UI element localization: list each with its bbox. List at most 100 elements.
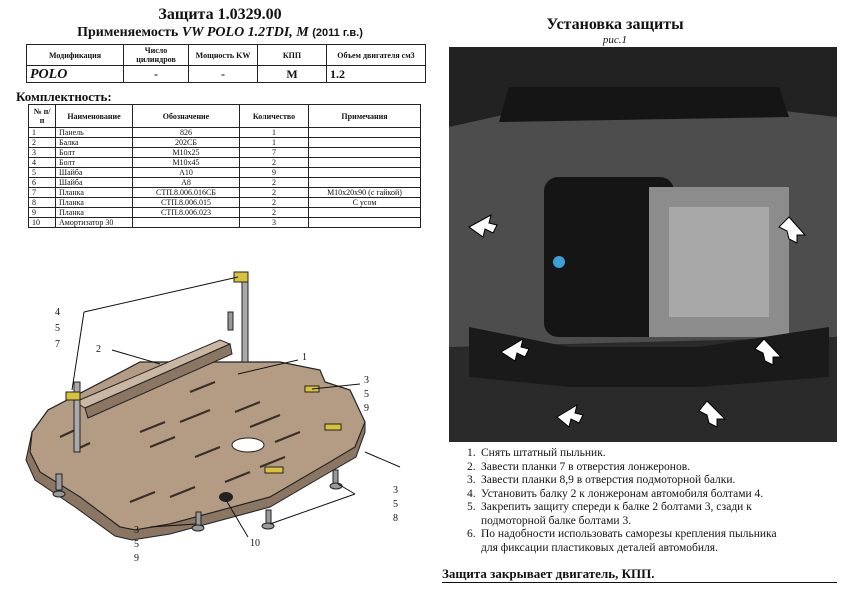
support-beam [73, 339, 233, 419]
instruction-line: подмоторной балке болтами 3. [467, 515, 842, 529]
parts-cell: СТП.8.006.015 [132, 197, 240, 208]
parts-cell: 2 [239, 187, 309, 198]
instruction-line: 2.Завести планки 7 в отверстия лонжероно… [467, 461, 842, 475]
instruction-number: 1. [467, 447, 476, 459]
instruction-line: 3.Завести планки 8,9 в отверстия подмото… [467, 474, 842, 488]
parts-cell [308, 207, 421, 218]
parts-cell: 1 [239, 127, 309, 138]
callout-label: 3 [364, 375, 369, 386]
parts-cell: Шайба [55, 177, 133, 188]
instruction-number: 5. [467, 501, 476, 513]
parts-cell [308, 167, 421, 178]
parts-cell: 6 [28, 177, 56, 188]
applicability-line: Применяемость VW POLO 1.2TDI, M (2011 г.… [40, 25, 400, 41]
document-title: Защита 1.0329.00 [158, 6, 282, 23]
figure-label: рис.1 [602, 34, 628, 46]
spec-cell: М [257, 65, 327, 83]
instruction-text: Завести планки 8,9 в отверстия подмоторн… [481, 474, 736, 486]
callout-label: 9 [364, 403, 369, 414]
parts-cell: 9 [28, 207, 56, 218]
instruction-line: 1.Снять штатный пыльник. [467, 447, 842, 461]
parts-cell [308, 147, 421, 158]
callout-label: 9 [134, 553, 139, 564]
install-title: Установка защиты [546, 16, 684, 33]
spec-header: Мощность KW [188, 44, 258, 66]
damper-10 [219, 492, 233, 502]
parts-cell: 2 [239, 207, 309, 218]
parts-cell: 2 [239, 157, 309, 168]
parts-cell: 826 [132, 127, 240, 138]
parts-cell: Амортизатор 30 [55, 217, 133, 228]
parts-cell: Болт [55, 157, 133, 168]
parts-cell: М10х45 [132, 157, 240, 168]
bracket-plank-7 [65, 271, 249, 453]
parts-header: № п/п [28, 104, 56, 128]
parts-header: Обозначение [132, 104, 240, 128]
parts-cell: С усом [308, 197, 421, 208]
spec-cell: 1.2 [326, 65, 426, 83]
parts-cell: 4 [28, 157, 56, 168]
applicability-prefix: Применяемость [77, 25, 179, 40]
callout-label: 4 [55, 307, 60, 318]
callout-3-5-9-bottom: 3 5 9 [134, 524, 139, 566]
parts-cell: М10х20х90 (с гайкой) [308, 187, 421, 198]
instruction-line: 4.Установить балку 2 к лонжеронам автомо… [467, 488, 842, 502]
parts-cell: 2 [239, 197, 309, 208]
parts-cell: Панель [55, 127, 133, 138]
parts-cell: 7 [28, 187, 56, 198]
parts-cell: 3 [28, 147, 56, 158]
parts-cell [308, 127, 421, 138]
spec-header: Объем двигателя см3 [326, 44, 426, 66]
instruction-text: По надобности использовать саморезы креп… [481, 528, 777, 540]
instruction-text: для фиксации пластиковых деталей автомоб… [481, 541, 718, 554]
parts-cell: А8 [132, 177, 240, 188]
exploded-assembly-diagram [25, 271, 401, 541]
installation-instructions: 1.Снять штатный пыльник.2.Завести планки… [467, 447, 842, 555]
parts-cell: Балка [55, 137, 133, 148]
parts-cell: 3 [239, 217, 309, 228]
parts-cell [308, 137, 421, 148]
instruction-number: 2. [467, 460, 476, 473]
parts-cell: Шайба [55, 167, 133, 178]
callout-10: 10 [250, 538, 260, 549]
spec-table: Модификация Число цилиндров Мощность KW … [26, 44, 426, 83]
parts-cell: Планка [55, 197, 133, 208]
parts-cell [132, 217, 240, 228]
instruction-text: Закрепить защиту спереди к балке 2 болта… [481, 501, 752, 513]
callout-label: 5 [55, 323, 60, 334]
parts-cell: 2 [28, 137, 56, 148]
instruction-number: 6. [467, 528, 476, 540]
spec-header: Модификация [26, 44, 124, 66]
leader-lines [71, 276, 401, 538]
callout-label: 3 [393, 485, 398, 496]
parts-cell [308, 217, 421, 228]
parts-cell [308, 177, 421, 188]
spec-header: Число цилиндров [123, 44, 189, 66]
instruction-text: подмоторной балке болтами 3. [481, 514, 632, 527]
parts-cell: СТП.8.006.023 [132, 207, 240, 218]
parts-cell: Планка [55, 207, 133, 218]
footer-note: Защита закрывает двигатель, КПП. [442, 566, 655, 581]
callout-label: 5 [134, 539, 139, 550]
drain-hole [231, 437, 265, 453]
parts-cell: М10х25 [132, 147, 240, 158]
parts-header: Количество [239, 104, 309, 128]
parts-cell: 1 [28, 127, 56, 138]
bolts-washers [52, 311, 343, 532]
parts-cell: 9 [239, 167, 309, 178]
parts-cell: СТП.8.006.016СБ [132, 187, 240, 198]
applicability-year: (2011 г.в.) [312, 27, 363, 39]
callout-2: 2 [96, 344, 101, 355]
spec-header: КПП [257, 44, 327, 66]
footer-divider [442, 582, 837, 583]
parts-cell: А10 [132, 167, 240, 178]
callout-label: 5 [393, 499, 398, 510]
parts-cell: Планка [55, 187, 133, 198]
